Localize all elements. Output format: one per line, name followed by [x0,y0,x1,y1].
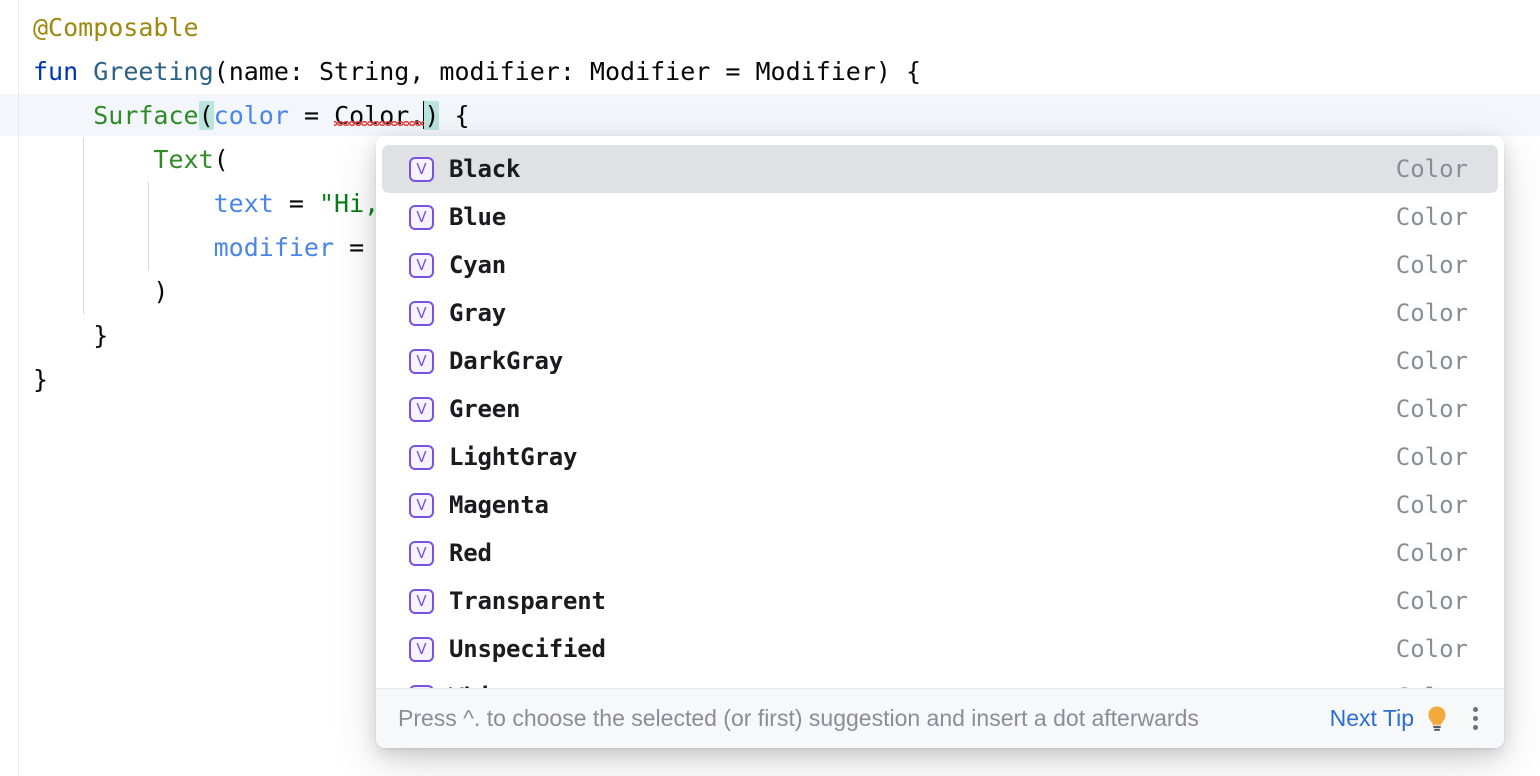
line-modifier-arg-token-1: modifier [213,233,335,262]
value-icon: V [409,492,434,518]
line-surface-token-8: { [439,101,470,130]
completion-item-type: Color [1395,203,1468,231]
current-line-highlight [0,94,1540,136]
line-surface-token-2: ( [198,101,214,130]
line-surface-token-5: Color. [334,101,425,130]
completion-item-type: Color [1395,539,1468,567]
line-close-inner-brace-token-0: } [33,321,109,350]
completion-item-type: Color [1395,635,1468,663]
line-surface-token-3: color [213,101,289,130]
completion-item-red[interactable]: V Red Color [382,529,1498,577]
line-annotation: @Composable [33,6,199,50]
completion-item-type: Color [1395,395,1468,423]
lightbulb-icon[interactable] [1424,705,1450,733]
line-surface: Surface(color = Color.) { [33,94,470,138]
value-icon: V [409,396,434,422]
completion-hint-text: Press ^. to choose the selected (or firs… [398,705,1199,731]
completion-item-type: Color [1395,299,1468,327]
completion-item-label: Cyan [449,251,506,279]
line-modifier-arg-token-2: = [334,233,380,262]
line-close-outer-brace-token-0: } [33,365,49,394]
value-icon: V [409,444,434,470]
completion-item-type: Color [1395,155,1468,183]
completion-item-label: Transparent [449,587,606,615]
completion-item-label: Blue [449,203,506,231]
completion-item-label: LightGray [449,443,578,471]
line-text-call-token-2: ( [213,145,229,174]
completion-item-gray[interactable]: V Gray Color [382,289,1498,337]
line-text-call-token-0 [33,145,153,174]
kebab-dot-3 [1472,725,1478,730]
line-text-arg: text = "Hi, [33,182,380,226]
line-surface-token-7: ) [424,101,440,130]
completion-item-darkgray[interactable]: V DarkGray Color [382,337,1498,385]
line-close-outer-brace: } [33,358,48,402]
completion-item-label: Gray [449,299,506,327]
line-fun-greeting-token-2: (name: String, modifier: Modifier = Modi… [213,57,922,86]
line-text-call: Text( [33,138,229,182]
line-fun-greeting-token-0: fun [33,57,94,86]
completion-item-type: Color [1395,491,1468,519]
line-text-arg-token-1: text [213,189,274,218]
line-close-paren: ) [33,270,168,314]
completion-item-green[interactable]: V Green Color [382,385,1498,433]
value-icon: V [409,588,434,614]
value-icon: V [409,252,434,278]
line-modifier-arg: modifier = [33,226,379,270]
completion-item-lightgray[interactable]: V LightGray Color [382,433,1498,481]
next-tip-link[interactable]: Next Tip [1329,705,1414,731]
value-icon: V [409,636,434,662]
line-close-paren-token-0: ) [33,277,169,306]
completion-item-label: Unspecified [449,635,606,663]
line-surface-token-4: = [288,101,335,130]
line-fun-greeting: fun Greeting(name: String, modifier: Mod… [33,50,921,94]
completion-item-type: Color [1395,443,1468,471]
completion-item-transparent[interactable]: V Transparent Color [382,577,1498,625]
line-annotation-token-0: @Composable [33,13,199,42]
indent-guide-0 [83,138,84,314]
completion-item-black[interactable]: V Black Color [382,145,1498,193]
value-icon: V [409,204,434,230]
value-icon: V [409,300,434,326]
completion-item-cyan[interactable]: V Cyan Color [382,241,1498,289]
completion-item-label: Black [449,155,521,183]
value-icon: V [409,684,434,688]
editor-gutter-divider [18,0,19,776]
completion-item-white[interactable]: V WhiteColor [382,673,1498,688]
completion-item-type: Color [1395,347,1468,375]
completion-item-magenta[interactable]: V Magenta Color [382,481,1498,529]
completion-item-label: Green [449,395,521,423]
completion-item-label: Magenta [449,491,549,519]
completion-item-type: Color [1396,683,1468,688]
line-text-arg-token-2: = [273,189,319,218]
line-surface-token-1: Surface [93,101,199,130]
kebab-menu-icon[interactable] [1464,705,1486,733]
completion-item-label: Red [449,539,492,567]
value-icon: V [409,156,434,182]
completion-item-blue[interactable]: V Blue Color [382,193,1498,241]
line-surface-token-0 [33,101,93,130]
line-text-arg-token-0 [33,189,214,218]
completion-footer-bar: Press ^. to choose the selected (or firs… [376,688,1504,748]
line-text-call-token-1: Text [153,145,214,174]
line-text-arg-token-3: "Hi, [319,189,380,218]
completion-item-label: DarkGray [449,347,563,375]
completion-item-unspecified[interactable]: V Unspecified Color [382,625,1498,673]
line-fun-greeting-token-1: Greeting [93,57,214,86]
value-icon: V [409,348,434,374]
completion-item-label: White [449,683,1396,688]
completion-item-type: Color [1395,587,1468,615]
line-modifier-arg-token-0 [33,233,214,262]
indent-guide-1 [148,182,149,270]
completion-item-type: Color [1395,251,1468,279]
value-icon: V [409,540,434,566]
line-close-inner-brace: } [33,314,108,358]
kebab-dot-1 [1472,707,1478,712]
kebab-dot-2 [1472,716,1478,721]
